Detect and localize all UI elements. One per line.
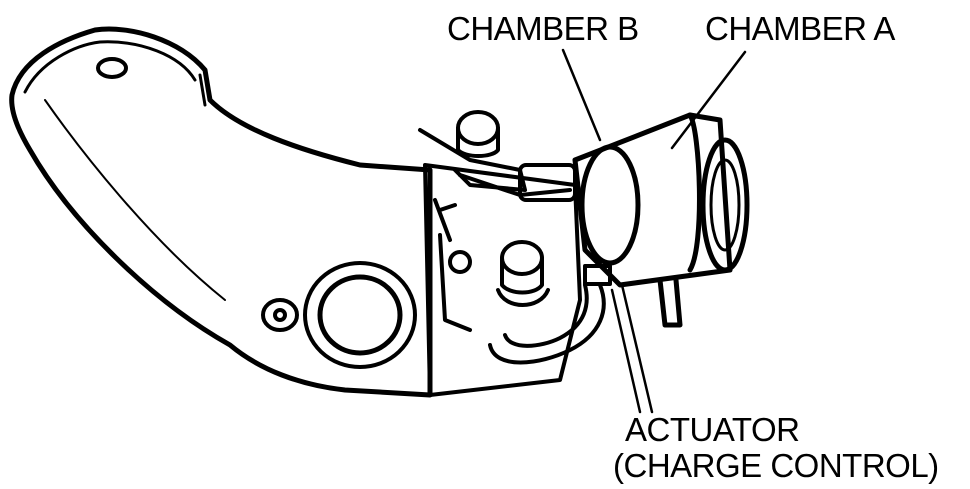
intake-elbow — [9, 26, 433, 398]
leader-lines — [561, 48, 747, 414]
leader-chamber-b — [561, 48, 602, 142]
vacuum-hose — [488, 264, 612, 365]
leader-actuator-2 — [620, 283, 654, 414]
label-actuator: ACTUATOR — [625, 411, 800, 448]
label-chamber-a: CHAMBER A — [705, 10, 895, 47]
leader-chamber-a — [670, 50, 747, 150]
label-chamber-b: CHAMBER B — [447, 10, 639, 47]
label-actuator-charge-control: (CHARGE CONTROL) — [613, 447, 939, 484]
actuator-body — [572, 112, 750, 328]
port-flange — [261, 261, 417, 369]
bracket-plate — [423, 163, 582, 397]
bolts — [448, 110, 550, 307]
actuator-linkage — [418, 128, 577, 242]
leader-actuator-1 — [610, 288, 642, 414]
